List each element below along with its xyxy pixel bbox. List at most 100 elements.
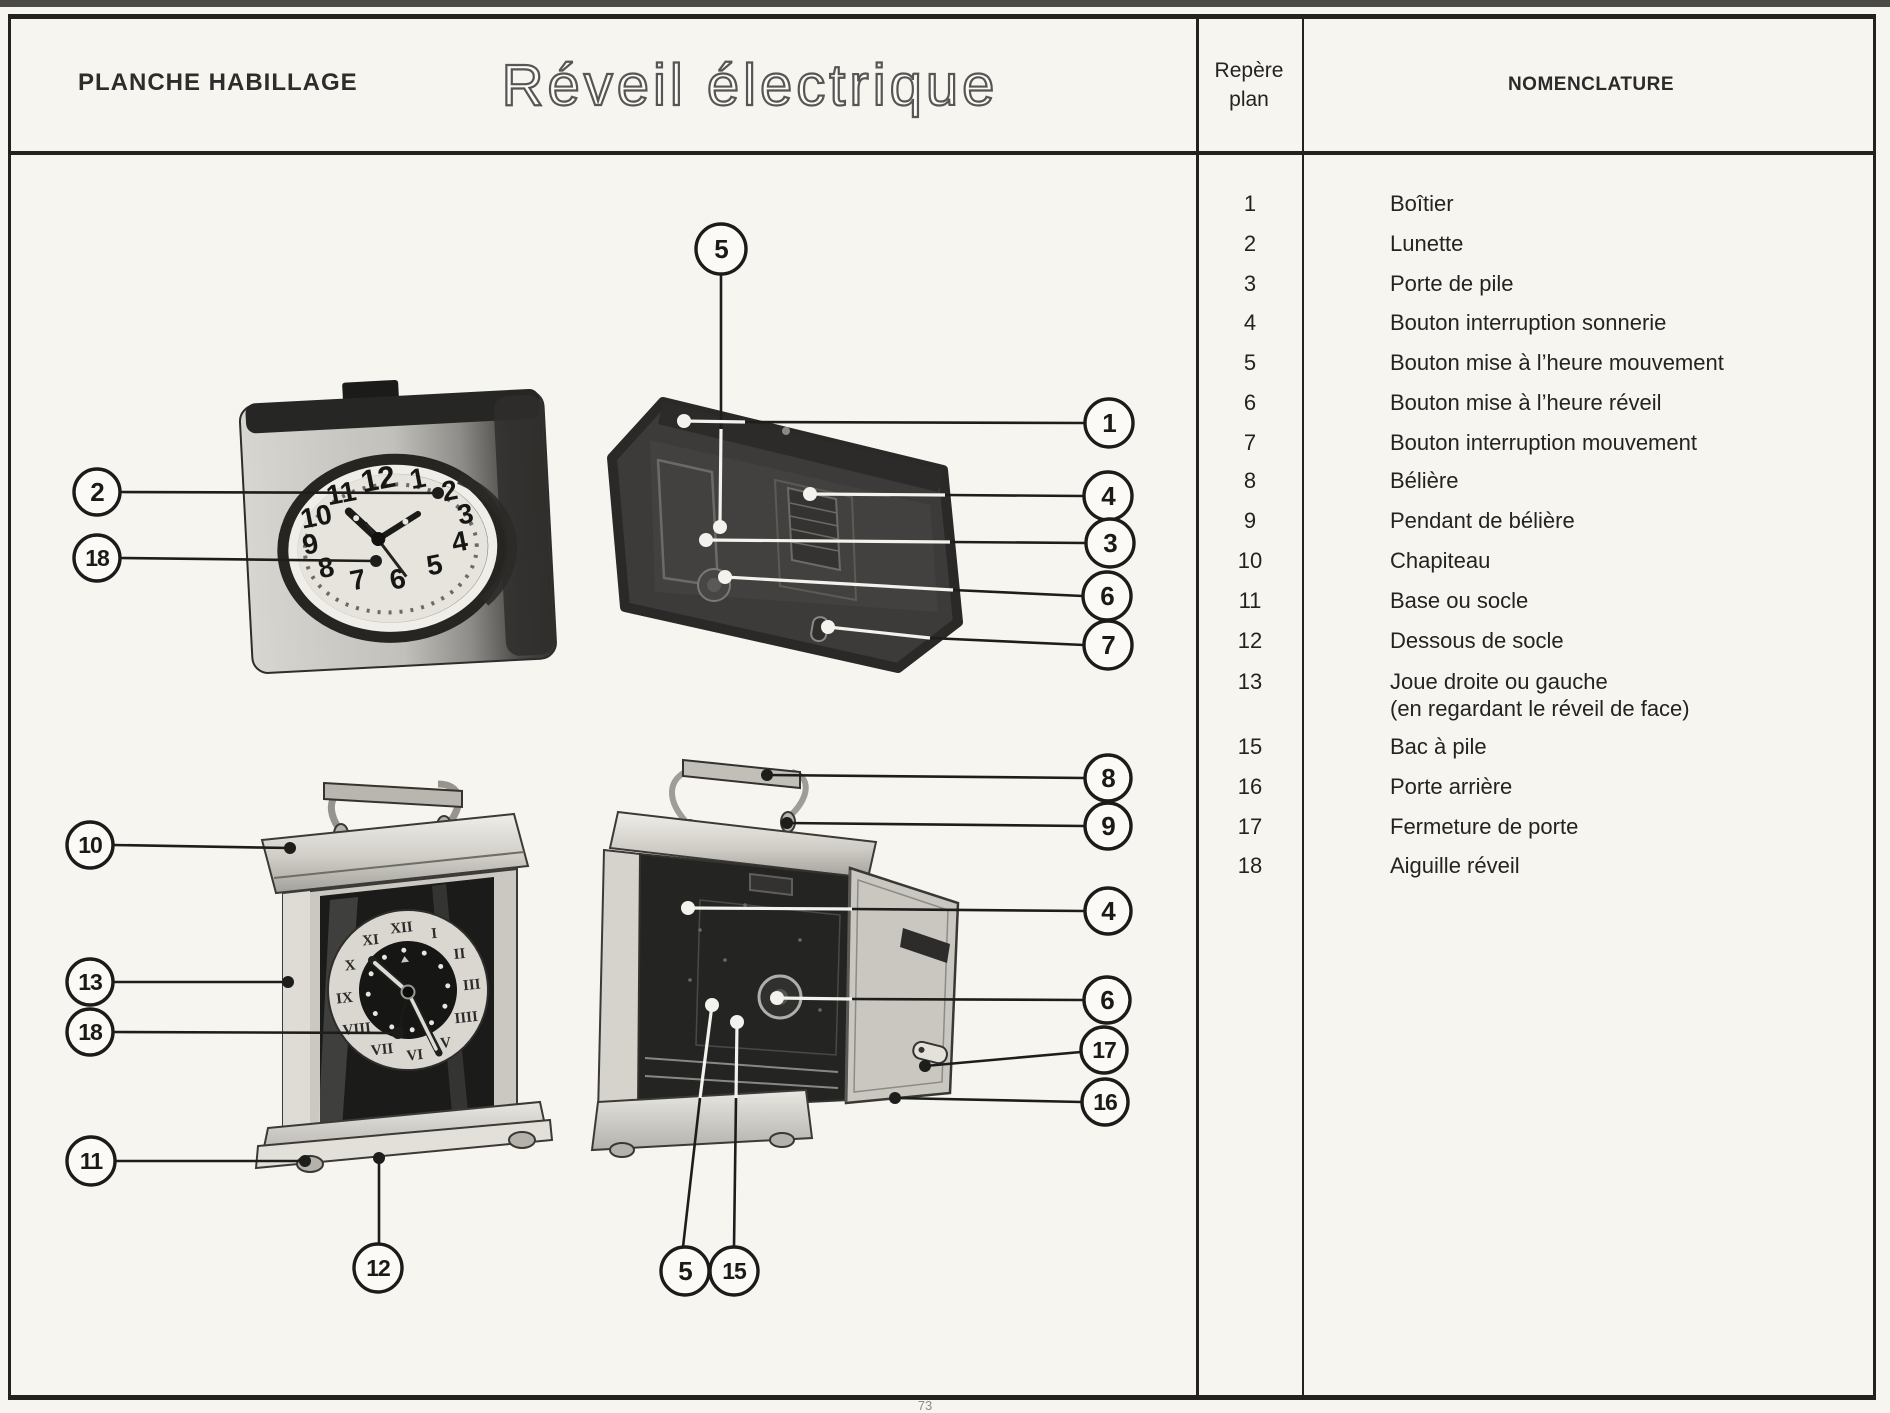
- part-ref: 4: [1243, 310, 1257, 335]
- svg-text:2: 2: [90, 477, 104, 507]
- table-row: 5 Bouton mise à l’heure mouvement: [1200, 350, 1888, 376]
- callout-3: 3: [699, 517, 1136, 569]
- svg-text:XII: XII: [389, 919, 413, 937]
- part-label: Pendant de bélière: [1390, 508, 1575, 533]
- svg-text:5: 5: [424, 548, 445, 581]
- door-latch: [912, 1040, 948, 1065]
- back-door: [844, 866, 960, 1105]
- svg-text:XI: XI: [362, 932, 380, 950]
- svg-text:18: 18: [78, 1019, 103, 1045]
- carriage-clock-open-back-illustration: [590, 758, 960, 1158]
- plate-type-label: PLANCHE HABILLAGE: [78, 69, 358, 96]
- part-ref: 15: [1237, 734, 1263, 759]
- svg-text:II: II: [453, 946, 466, 963]
- svg-text:3: 3: [1103, 528, 1117, 558]
- callout-17: 17: [919, 1025, 1129, 1075]
- part-ref: 12: [1237, 628, 1263, 653]
- handle-bar: [323, 781, 463, 809]
- callout-12: 12: [352, 1152, 404, 1294]
- part-label: Joue droite ou gauche: [1390, 669, 1608, 694]
- svg-text:VII: VII: [370, 1041, 394, 1059]
- part-ref: 9: [1243, 508, 1257, 533]
- svg-text:IX: IX: [335, 990, 353, 1008]
- part-ref: 1: [1243, 191, 1257, 216]
- svg-text:3: 3: [455, 497, 476, 530]
- handle-bar: [682, 758, 801, 790]
- part-label: Bélière: [1390, 468, 1459, 493]
- header-rule: [8, 151, 1876, 155]
- part-label: Bouton interruption sonnerie: [1390, 310, 1667, 335]
- part-label: Base ou socle: [1390, 588, 1529, 613]
- door-vent-slot: [900, 928, 950, 963]
- svg-text:12: 12: [366, 1255, 390, 1281]
- callout-4: 4: [803, 470, 1134, 522]
- part-label: Fermeture de porte: [1390, 814, 1579, 839]
- svg-text:8: 8: [1101, 763, 1115, 793]
- part-label: Bac à pile: [1390, 734, 1487, 759]
- part-ref: 11: [1238, 588, 1262, 613]
- svg-text:2: 2: [439, 474, 460, 507]
- callout-4: 4: [681, 886, 1133, 936]
- svg-text:7: 7: [1101, 630, 1115, 660]
- svg-text:V: V: [440, 1035, 453, 1052]
- svg-text:4: 4: [449, 525, 471, 558]
- alarm-clock-back-illustration: [607, 397, 963, 673]
- part-ref: 2: [1243, 231, 1257, 256]
- svg-text:6: 6: [1100, 985, 1114, 1015]
- table-row: 4 Bouton interruption sonnerie: [1200, 310, 1888, 336]
- battery-tray: [644, 1057, 839, 1073]
- svg-text:IIII: IIII: [454, 1009, 479, 1027]
- table-row: 11 Base ou socle: [1200, 588, 1888, 614]
- svg-text:4: 4: [1101, 896, 1116, 926]
- table-divider-right: [1302, 14, 1304, 1400]
- callout-6: 6: [718, 570, 1133, 622]
- scan-edge: [0, 0, 1890, 7]
- part-ref: 8: [1243, 468, 1257, 493]
- column-header-nomenclature: NOMENCLATURE: [1507, 74, 1675, 95]
- part-ref: 13: [1237, 669, 1263, 694]
- part-label: Bouton mise à l’heure mouvement: [1390, 350, 1724, 375]
- callout-10: 10: [65, 820, 296, 870]
- repere-line: Repère: [1214, 59, 1284, 82]
- page-border: [8, 14, 1876, 1400]
- svg-text:17: 17: [1092, 1037, 1116, 1063]
- table-divider-left: [1196, 14, 1199, 1400]
- clock-hands: [344, 507, 422, 578]
- svg-text:VIII: VIII: [342, 1020, 372, 1039]
- part-ref: 17: [1237, 814, 1263, 839]
- svg-text:15: 15: [722, 1258, 747, 1284]
- table-row: 2 Lunette: [1200, 231, 1888, 257]
- svg-text:11: 11: [80, 1148, 104, 1174]
- callout-6: 6: [770, 975, 1132, 1025]
- table-row: 13 Joue droite ou gauche(en regardant le …: [1200, 669, 1888, 725]
- callout-15: 15: [708, 1015, 760, 1297]
- svg-text:7: 7: [347, 563, 368, 596]
- part-label: Lunette: [1390, 231, 1464, 256]
- part-ref: 6: [1243, 390, 1257, 415]
- part-label-line2: (en regardant le réveil de face): [1390, 696, 1690, 721]
- callout-7: 7: [821, 619, 1134, 671]
- callout-18: 18: [72, 533, 382, 583]
- svg-text:X: X: [344, 957, 357, 974]
- svg-text:4: 4: [1101, 481, 1116, 511]
- svg-text:1: 1: [1102, 408, 1116, 438]
- svg-text:1: 1: [407, 462, 428, 495]
- part-ref: 5: [1243, 350, 1257, 375]
- callout-1: 1: [677, 397, 1135, 449]
- svg-text:5: 5: [714, 234, 728, 264]
- table-row: 15 Bac à pile: [1200, 734, 1888, 760]
- svg-text:6: 6: [1100, 581, 1114, 611]
- svg-text:I: I: [431, 926, 439, 943]
- table-row: 8 Bélière: [1200, 468, 1888, 494]
- callout-11: 11: [65, 1135, 311, 1187]
- part-ref: 18: [1237, 853, 1263, 878]
- column-header-repere-plan: Repère plan: [1197, 56, 1301, 114]
- plan-line: plan: [1229, 88, 1269, 111]
